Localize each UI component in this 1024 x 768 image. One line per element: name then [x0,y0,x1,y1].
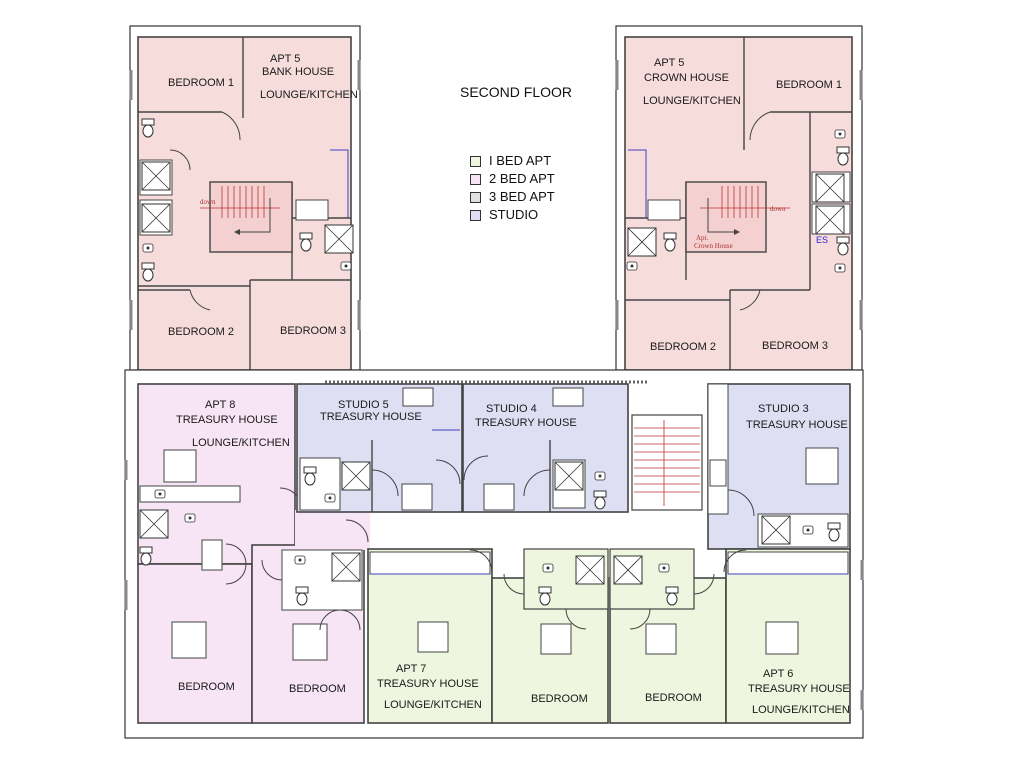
studio4-name: STUDIO 4 [486,403,537,415]
legend-swatch [470,209,481,221]
stairwell [631,414,703,511]
legend-swatch [470,155,481,167]
bank-lounge-kitchen: LOUNGE/KITCHEN [260,89,358,101]
studio5-name: STUDIO 5 [338,399,389,411]
studio-3 [707,383,851,550]
studio3-house-name: TREASURY HOUSE [746,419,848,431]
studio5-house-name: TREASURY HOUSE [320,411,422,423]
apt7-lounge-kitchen: LOUNGE/KITCHEN [384,699,482,711]
treasury-house-block [124,369,864,739]
legend-item-2-bed: 2 BED APT [470,170,555,188]
apt8-lounge-kitchen: LOUNGE/KITCHEN [192,437,290,449]
apt6-lounge-kitchen: LOUNGE/KITCHEN [752,704,850,716]
bank-apt-number: APT 5 [270,53,301,65]
crown-house-block [615,25,863,371]
studio3-name: STUDIO 3 [758,403,809,415]
bank-bedroom-3: BEDROOM 3 [280,325,347,337]
studio-5 [296,383,463,513]
apt8-house-name: TREASURY HOUSE [176,414,278,426]
legend: I BED APT 2 BED APT 3 BED APT STUDIO [470,152,555,224]
crown-bedroom-3: BEDROOM 3 [762,340,829,352]
crown-apt-number: APT 5 [654,57,685,69]
bank-house-name: BANK HOUSE [262,66,335,78]
crown-stair-label: down [770,205,786,213]
apt6-house-name: TREASURY HOUSE [748,683,850,695]
apt8-bedroom-b: BEDROOM [289,683,346,695]
bank-bedroom-1: BEDROOM 1 [168,77,235,89]
legend-swatch [470,191,481,203]
legend-swatch [470,173,481,185]
legend-item-3-bed: 3 BED APT [470,188,555,206]
crown-bedroom-1: BEDROOM 1 [776,79,843,91]
apt-8 [137,383,370,724]
crown-stair-note-2: Crown House [694,242,733,250]
apt7-house-name: TREASURY HOUSE [377,678,479,690]
apt8-bedroom-a: BEDROOM [178,681,235,693]
apt-6 [609,548,851,724]
apt8-number: APT 8 [205,399,236,411]
apt6-number: APT 6 [763,668,794,680]
studio-4 [462,383,629,513]
apt7-bedroom: BEDROOM [531,693,588,705]
studio4-house-name: TREASURY HOUSE [475,417,577,429]
crown-lounge-kitchen: LOUNGE/KITCHEN [643,95,741,107]
bank-house-block [129,25,361,371]
bank-stair-label: down [200,198,216,206]
legend-item-studio: STUDIO [470,206,555,224]
crown-house-name: CROWN HOUSE [644,72,729,84]
apt7-number: APT 7 [396,663,427,675]
apt6-bedroom: BEDROOM [645,692,702,704]
crown-bedroom-2: BEDROOM 2 [650,341,717,353]
crown-stair-note-1: Apt. [696,234,709,242]
legend-item-1-bed: I BED APT [470,152,555,170]
apt-7 [367,548,609,724]
crown-es-label: ES [816,235,829,245]
floor-title: SECOND FLOOR [460,84,573,100]
bank-bedroom-2: BEDROOM 2 [168,326,235,338]
